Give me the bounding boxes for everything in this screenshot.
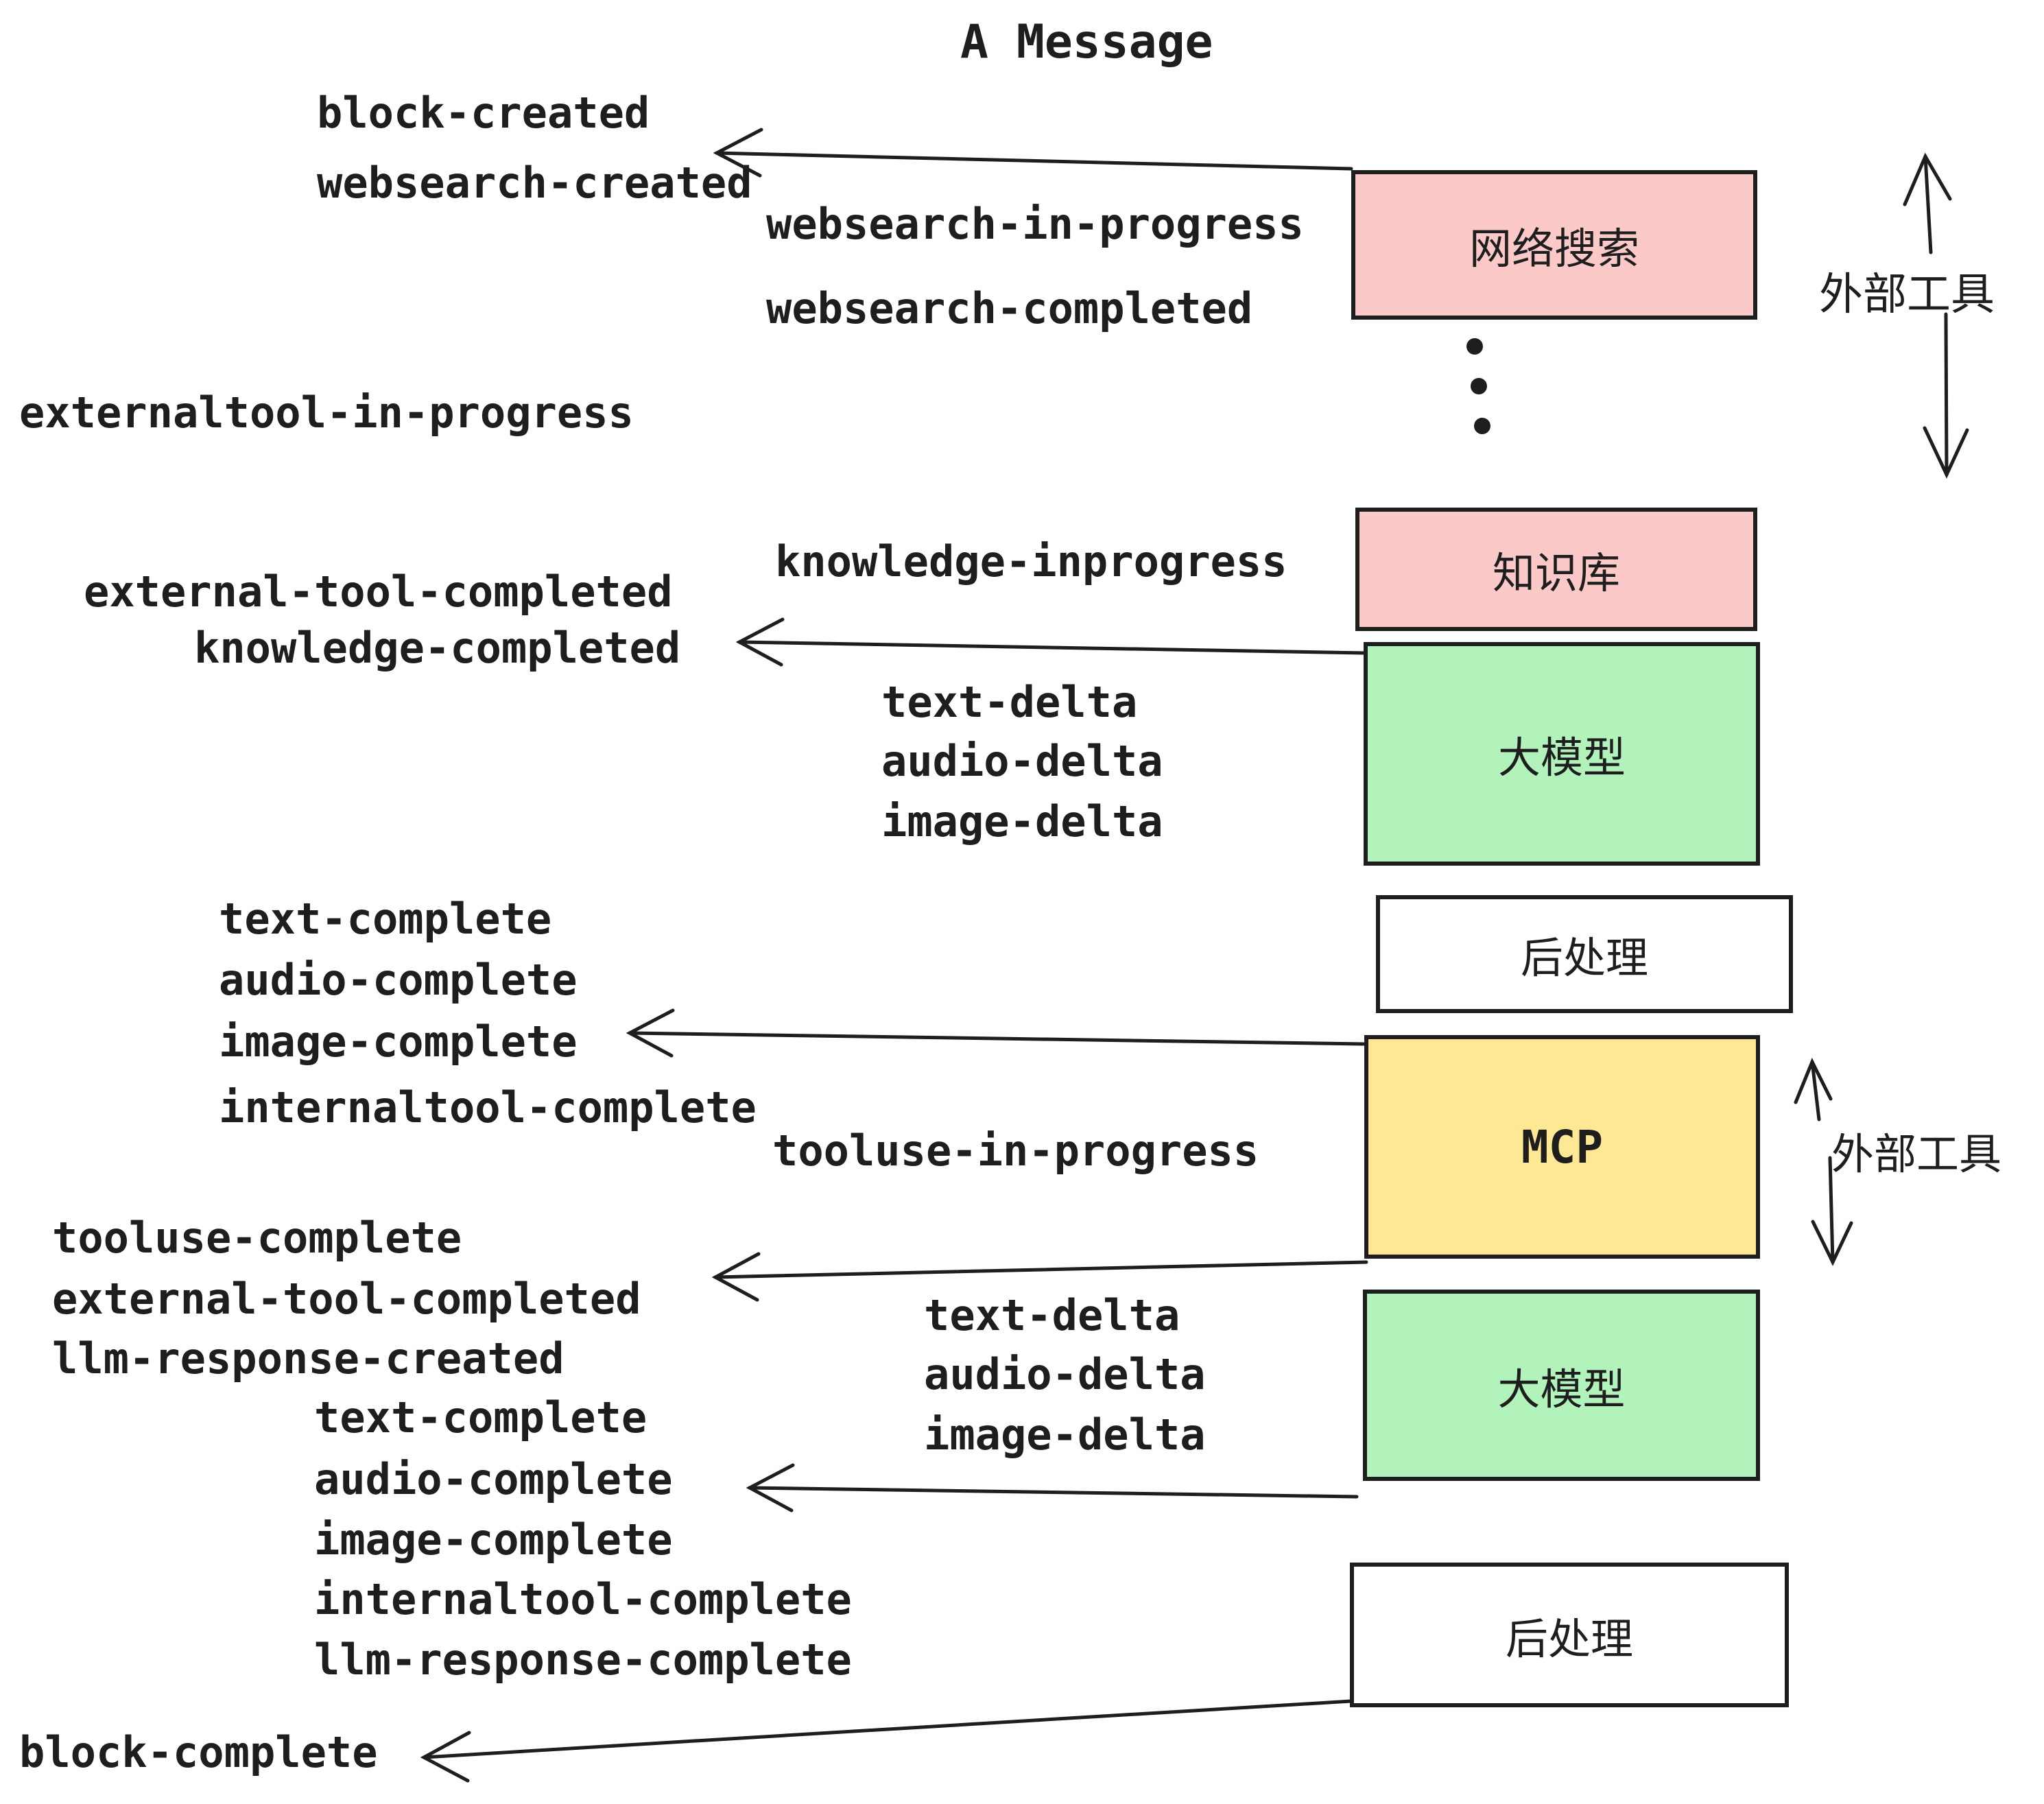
diagram-title: A Message <box>960 15 1213 69</box>
event-audio-complete-2: audio-complete <box>314 1454 673 1504</box>
ellipsis-dots <box>1466 338 1490 434</box>
event-llm-response-created: llm-response-created <box>52 1333 565 1384</box>
event-image-complete-1: image-complete <box>219 1017 578 1067</box>
event-image-delta-2: image-delta <box>924 1410 1206 1460</box>
node-websearch: 网络搜索 <box>1351 170 1757 320</box>
arrow-external-tools-down <box>1923 312 1969 479</box>
event-websearch-completed: websearch-completed <box>766 283 1253 333</box>
event-image-complete-2: image-complete <box>314 1515 673 1565</box>
event-websearch-created: websearch-created <box>317 158 752 208</box>
event-text-complete-1: text-complete <box>219 894 552 944</box>
node-llm-2: 大模型 <box>1363 1290 1760 1481</box>
event-internaltool-complete-1: internaltool-complete <box>219 1082 757 1132</box>
event-internaltool-complete-2: internaltool-complete <box>314 1574 852 1624</box>
event-knowledge-inprogress: knowledge-inprogress <box>775 536 1287 586</box>
node-knowledge: 知识库 <box>1355 508 1757 631</box>
arrow-external-tools-mcp-up <box>1794 1057 1833 1121</box>
arrow-mcp-to-image-complete <box>626 1008 1366 1058</box>
event-block-complete: block-complete <box>19 1727 378 1777</box>
event-knowledge-completed: knowledge-completed <box>194 623 681 673</box>
event-external-tool-completed-1: external-tool-completed <box>84 567 673 617</box>
event-externaltool-in-progress: externaltool-in-progress <box>19 388 634 438</box>
label-external-tools-top: 外部工具 <box>1819 270 1995 319</box>
event-image-delta-1: image-delta <box>881 796 1163 846</box>
event-llm-response-complete: llm-response-complete <box>314 1635 852 1685</box>
event-tooluse-in-progress: tooluse-in-progress <box>772 1126 1259 1176</box>
arrow-external-tools-up <box>1903 152 1952 254</box>
event-audio-complete-1: audio-complete <box>219 955 578 1005</box>
event-text-complete-2: text-complete <box>314 1392 647 1443</box>
node-postprocess-2: 后处理 <box>1350 1563 1789 1707</box>
event-websearch-in-progress: websearch-in-progress <box>766 199 1304 249</box>
event-block-created: block-created <box>317 88 650 138</box>
node-postprocess-1: 后处理 <box>1376 895 1793 1013</box>
label-external-tools-mid: 外部工具 <box>1831 1131 2002 1178</box>
arrow-llm2-to-audio-complete <box>746 1463 1359 1512</box>
event-audio-delta-2: audio-delta <box>924 1349 1206 1399</box>
arrow-llm1-to-knowledge-completed <box>735 617 1367 667</box>
event-text-delta-2: text-delta <box>924 1290 1180 1340</box>
event-external-tool-completed-2: external-tool-completed <box>52 1274 641 1324</box>
event-text-delta-1: text-delta <box>881 677 1138 727</box>
node-llm-1: 大模型 <box>1364 642 1760 866</box>
node-mcp: MCP <box>1364 1035 1760 1259</box>
arrow-post2-to-block-complete <box>420 1699 1353 1783</box>
arrow-websearch-to-created <box>713 128 1353 178</box>
event-tooluse-complete: tooluse-complete <box>52 1213 462 1263</box>
event-audio-delta-1: audio-delta <box>881 736 1163 786</box>
